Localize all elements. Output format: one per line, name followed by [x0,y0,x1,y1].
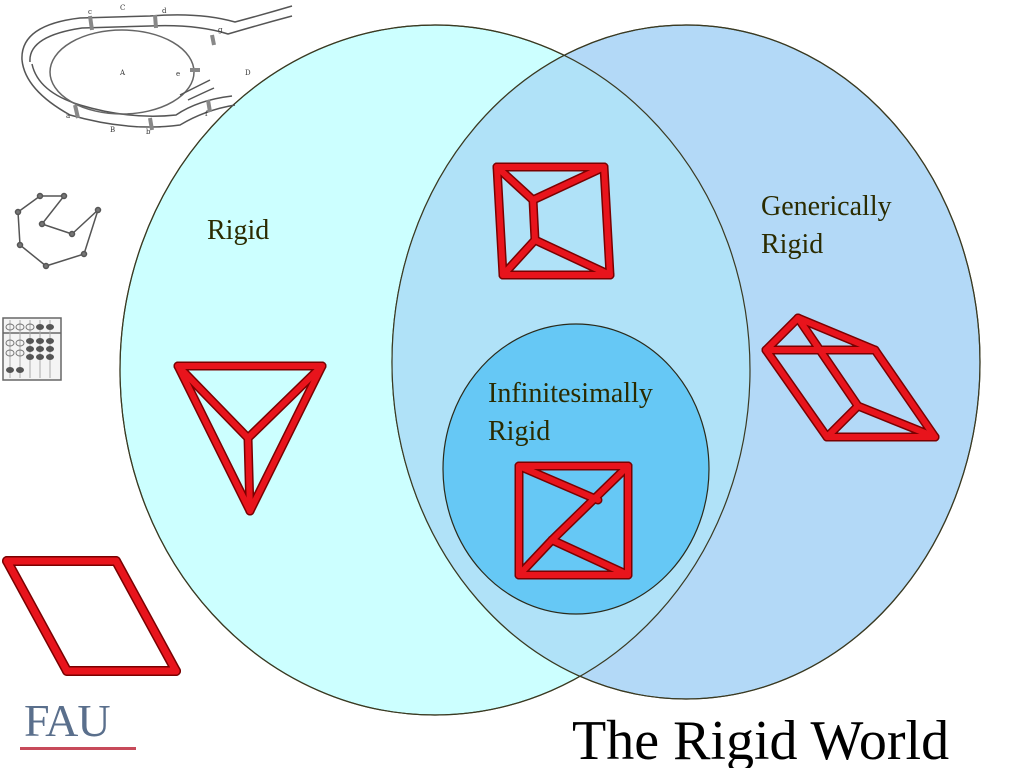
map-letter-b: B [110,126,115,134]
fau-logo: FAU [18,695,140,757]
label-infinitesimally-rigid: Infinitesimally Rigid [488,375,653,451]
konigsberg-bridges-map: C A D B a b c d e f g [21,4,293,136]
label-rigid: Rigid [207,212,269,250]
label-generically-rigid: Generically Rigid [761,188,892,264]
map-letter-c-small: c [88,8,92,16]
polygon-chain [14,192,102,270]
map-letter-d: D [245,69,251,77]
map-letter-c: C [120,4,125,12]
rigid-set-outline [119,24,751,716]
map-letter-b-small: b [146,128,151,136]
map-letter-e-small: e [176,70,180,78]
framework-generic-prism [761,313,940,442]
slide-title: The Rigid World [572,710,950,768]
framework-rigid-tetrahedron [173,361,327,516]
label-infinitesimally-line-1: Infinitesimally [488,378,653,409]
map-letter-d-small: d [162,7,167,15]
map-letter-f-small: f [205,110,209,118]
label-generically-line-1: Generically [761,191,892,222]
label-generically-line-2: Rigid [761,229,824,260]
abacus-icon [2,317,62,381]
framework-infinitesimal-square [514,461,633,580]
framework-flexible-parallelogram [2,556,181,676]
map-letter-g-small: g [218,26,223,34]
map-letter-a: A [119,69,126,77]
framework-top-prism [492,162,615,280]
map-letter-a-small: a [66,112,70,120]
logo-text: FAU [24,695,111,746]
label-infinitesimally-line-2: Rigid [488,416,551,447]
generically-rigid-set-outline [391,24,981,700]
label-rigid-line-1: Rigid [207,215,270,246]
logo-underline [20,747,136,750]
